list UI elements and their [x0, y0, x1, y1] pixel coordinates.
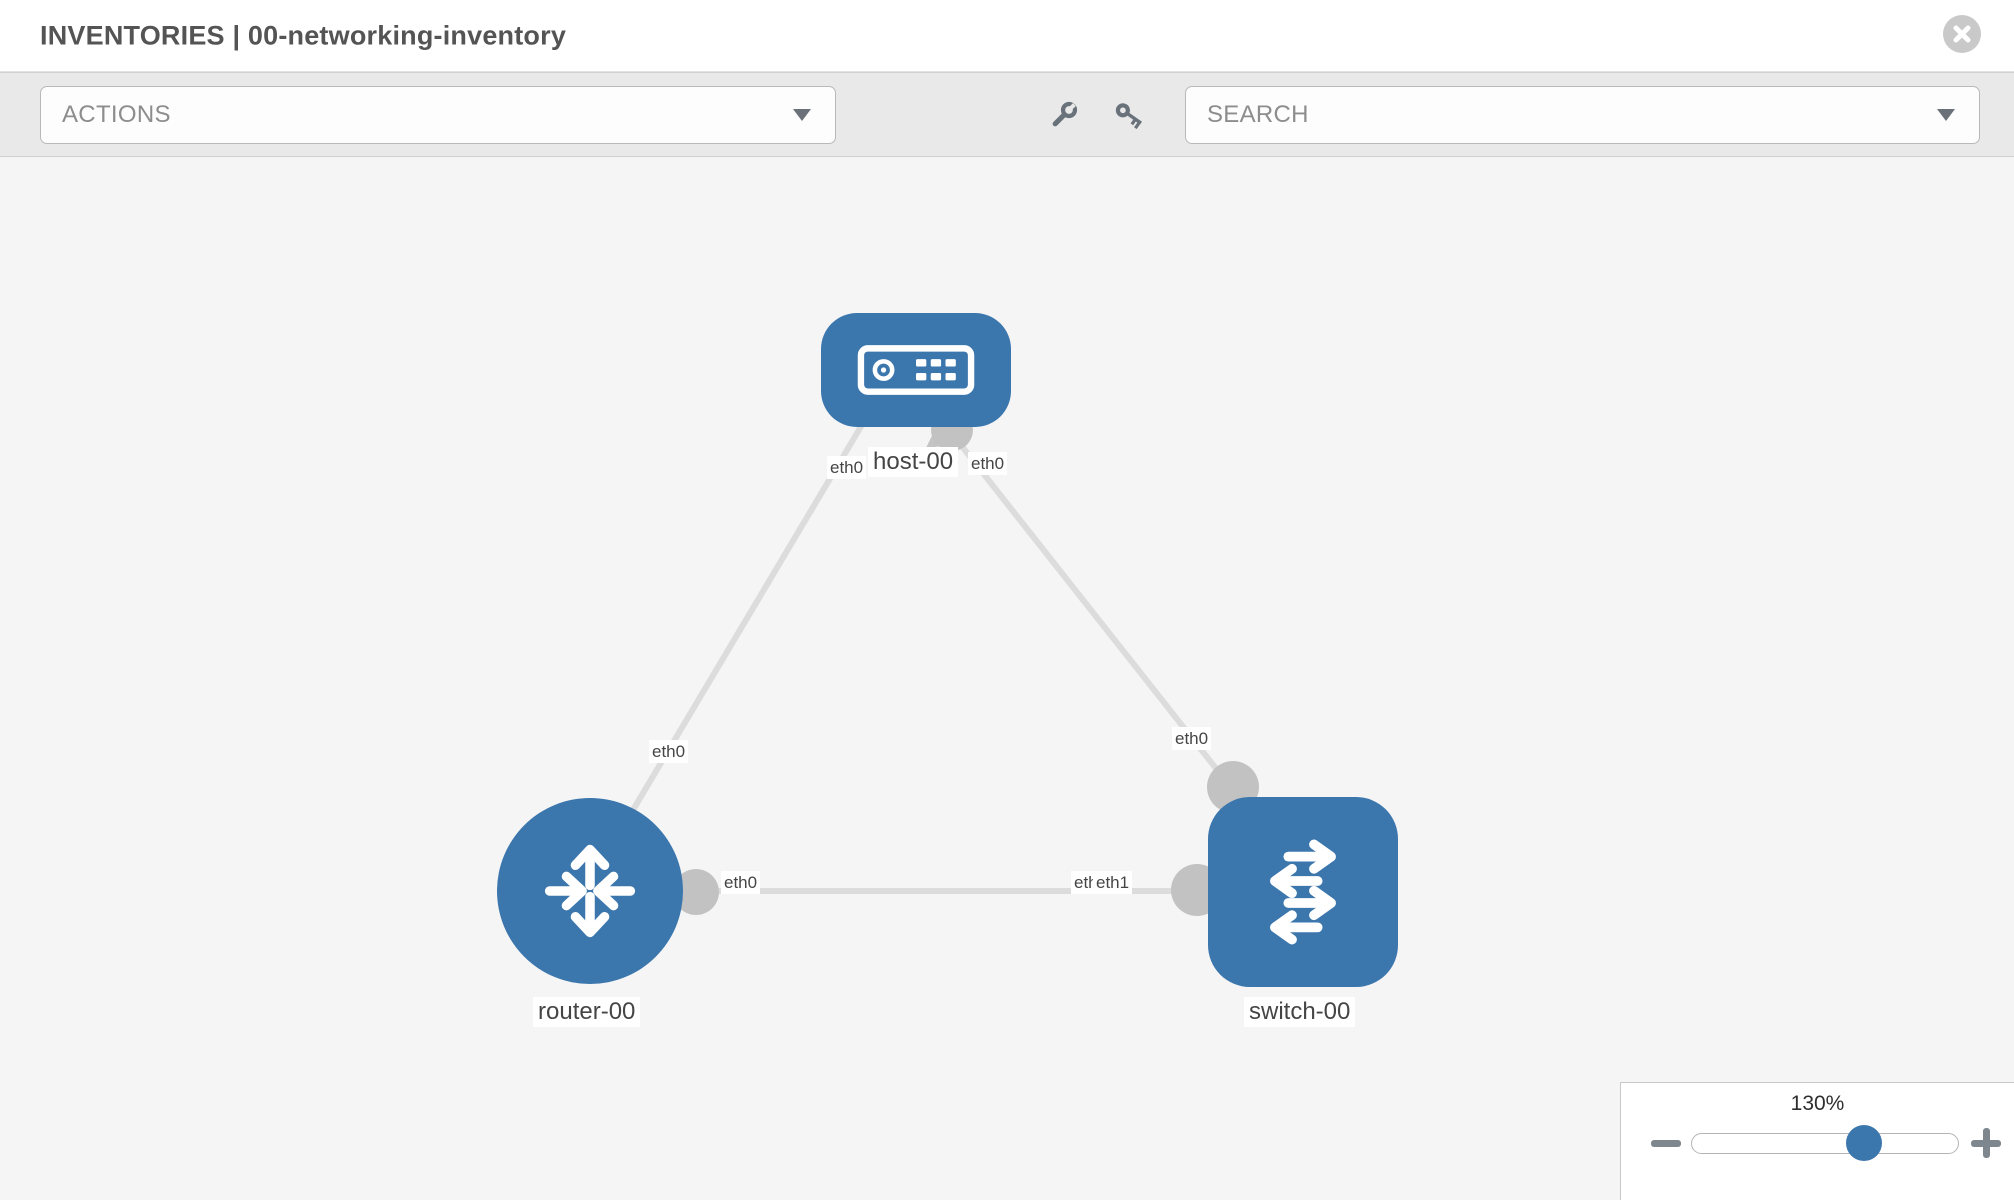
- router-icon: [544, 844, 636, 938]
- minus-icon: [1651, 1139, 1681, 1147]
- search-dropdown-label: SEARCH: [1207, 101, 1309, 128]
- zoom-in-button[interactable]: [1969, 1126, 2003, 1160]
- zoom-control-panel: 130%: [1620, 1082, 2014, 1200]
- close-button[interactable]: [1943, 15, 1981, 53]
- page-title: INVENTORIES | 00-networking-inventory: [40, 20, 567, 50]
- edge-label-switch-top-eth0: eth0: [1172, 727, 1212, 750]
- chevron-down-icon: [793, 109, 811, 121]
- node-switch-00[interactable]: [1208, 797, 1398, 987]
- configure-button[interactable]: [1044, 97, 1082, 135]
- zoom-slider-thumb[interactable]: [1846, 1125, 1882, 1161]
- wrench-icon: [1052, 101, 1078, 127]
- edge-label-host-left-eth0: eth0: [827, 456, 867, 479]
- edge-label-host-right-eth0: eth0: [968, 452, 1008, 475]
- topology-canvas[interactable]: [0, 157, 2014, 1200]
- edge-label-router-right-eth0: eth0: [721, 871, 761, 894]
- node-host-00[interactable]: [821, 313, 1011, 427]
- credentials-button[interactable]: [1112, 97, 1150, 135]
- host-icon: [857, 345, 975, 395]
- close-x-icon: [1953, 25, 1971, 43]
- actions-dropdown[interactable]: ACTIONS: [40, 86, 836, 144]
- zoom-out-button[interactable]: [1649, 1128, 1683, 1158]
- search-dropdown[interactable]: SEARCH: [1185, 86, 1980, 144]
- key-icon: [1115, 103, 1143, 130]
- toolbar: ACTIONS SEARCH: [0, 72, 2014, 157]
- edge-label-switch-left-eth1: eth1: [1093, 871, 1133, 894]
- node-label-router-00: router-00: [533, 997, 641, 1027]
- switch-icon: [1270, 839, 1336, 945]
- node-label-switch-00: switch-00: [1244, 997, 1356, 1027]
- plus-icon: [1982, 1128, 1990, 1158]
- actions-dropdown-label: ACTIONS: [62, 101, 171, 128]
- zoom-level-value: 130%: [1790, 1092, 1845, 1115]
- node-router-00[interactable]: [497, 798, 683, 984]
- zoom-slider[interactable]: [1691, 1133, 1959, 1154]
- chevron-down-icon: [1937, 109, 1955, 121]
- edge-label-router-top-eth0: eth0: [649, 740, 689, 763]
- header: INVENTORIES | 00-networking-inventory: [0, 0, 2014, 72]
- node-label-host-00: host-00: [868, 447, 959, 477]
